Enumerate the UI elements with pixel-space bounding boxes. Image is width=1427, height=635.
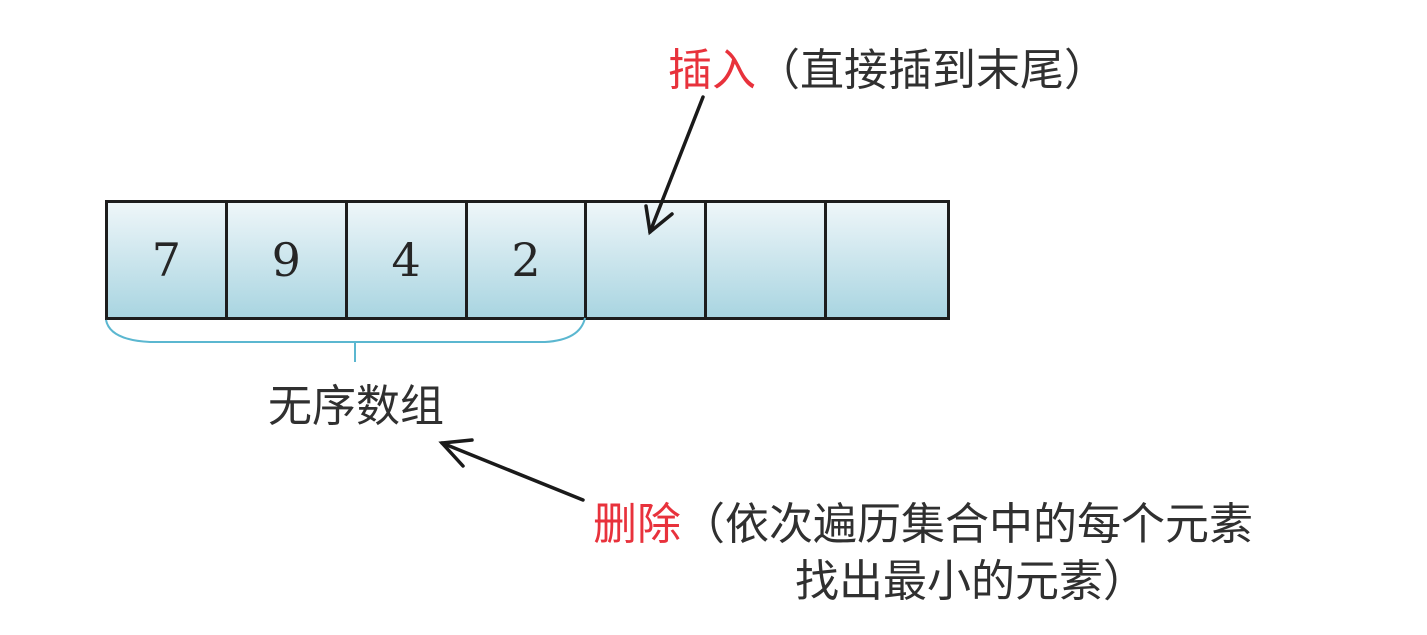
delete-detail-line2: 找出最小的元素） [795,556,1147,607]
delete-detail-line1: （依次遍历集合中的每个元素 [681,499,1253,550]
delete-keyword: 删除 [593,499,681,550]
insert-keyword: 插入 [668,45,756,96]
delete-arrow-icon [438,438,585,502]
array-cell-empty [707,203,828,317]
array-cell: 2 [467,203,588,317]
insert-detail: （直接插到末尾） [756,45,1108,96]
array-cell: 4 [347,203,468,317]
array-cell: 7 [108,203,228,317]
brace-icon [105,317,586,362]
insert-note: 插入（直接插到末尾） [668,34,1108,98]
unordered-array: 7 9 4 2 [105,200,950,320]
array-cell: 9 [227,203,348,317]
delete-note-line1: 删除（依次遍历集合中的每个元素 [593,488,1253,552]
array-cell-empty [827,203,947,317]
insert-arrow-icon [644,95,705,236]
array-label: 无序数组 [268,381,444,432]
